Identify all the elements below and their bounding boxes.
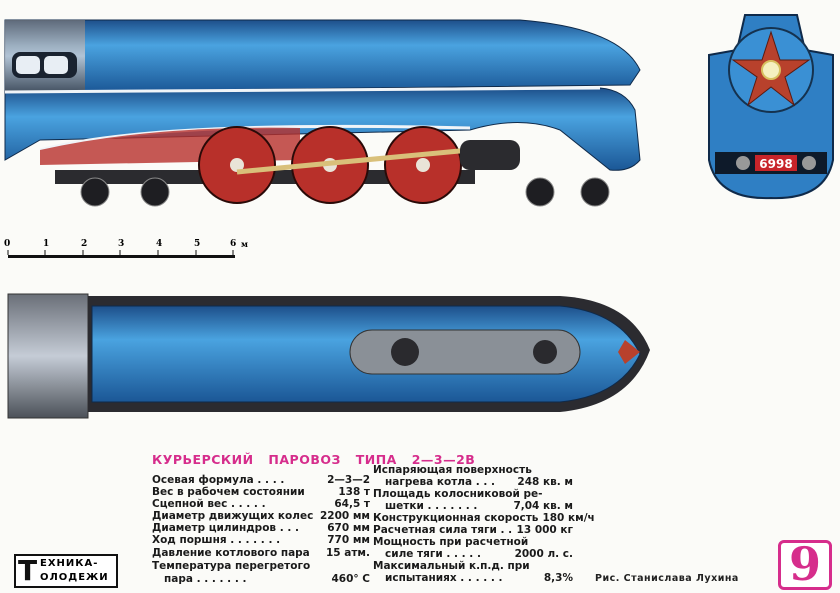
locomotive-side-view	[4, 19, 641, 207]
spec-row: Расчетная сила тяги . .13 000 кг	[373, 524, 573, 536]
spec-label: Мощность при расчетной	[373, 536, 529, 548]
spec-label: шетки . . . . . . .	[385, 500, 478, 512]
scale-tick: 3	[118, 239, 125, 249]
logo-line: ЕХНИКА-	[40, 558, 99, 569]
logo-letter: Т	[18, 554, 38, 587]
spec-label: Давление котлового пара	[152, 547, 310, 559]
logo-line: ОЛОДЕЖИ	[40, 572, 109, 583]
spec-row: Площадь колосниковой ре-	[373, 488, 573, 500]
spec-row: Испаряющая поверхность	[373, 464, 573, 476]
spec-label: Ход поршня . . . . . . .	[152, 534, 281, 546]
issue-number: 9	[788, 540, 821, 590]
spec-value: 2000 л. с.	[514, 548, 573, 560]
scale-bar	[7, 250, 235, 258]
spec-label: Температура перегретого	[152, 560, 311, 572]
spec-row: Вес в рабочем состоянии 138 т	[152, 486, 370, 498]
spec-row: Сцепной вес . . . . . 64,5 т	[152, 498, 370, 510]
locomotive-front-view: 6998	[708, 14, 834, 200]
spec-label: Конструкционная скорость	[373, 512, 539, 524]
spec-row: Температура перегретого	[152, 560, 370, 572]
locomotive-top-view	[7, 293, 650, 419]
magazine-logo: Т ЕХНИКА- ОЛОДЕЖИ	[14, 554, 118, 588]
spec-row: Диаметр цилиндров . . . 670 мм	[152, 522, 370, 534]
spec-label: Диаметр движущих колес	[152, 510, 314, 522]
scale-tick: 2	[81, 239, 88, 249]
spec-value: 64,5 т	[334, 498, 370, 510]
spec-label: Испаряющая поверхность	[373, 464, 532, 476]
spec-row: Мощность при расчетной	[373, 536, 573, 548]
scale-tick: 4	[156, 239, 163, 249]
spec-row: испытаниях . . . . . . 8,3%	[385, 572, 573, 584]
spec-row: силе тяги . . . . . 2000 л. с.	[385, 548, 573, 560]
spec-value: 138 т	[338, 486, 370, 498]
spec-value: 15 атм.	[325, 547, 370, 559]
spec-label: Площадь колосниковой ре-	[373, 488, 543, 500]
spec-label: Сцепной вес . . . . .	[152, 498, 266, 510]
scale-tick: 5	[194, 239, 201, 249]
spec-row: Ход поршня . . . . . . . 770 мм	[152, 534, 370, 546]
spec-value: 180 км/ч	[542, 512, 595, 524]
spec-label: испытаниях . . . . . .	[385, 572, 503, 584]
issue-number-badge: 9	[778, 540, 832, 590]
scale-unit: м	[241, 239, 248, 249]
spec-label: нагрева котла . . .	[385, 476, 495, 488]
spec-label: пара . . . . . . .	[164, 573, 247, 585]
spec-value: 13 000 кг	[516, 524, 573, 536]
spec-value: 460° С	[331, 573, 370, 585]
scale-tick: 1	[43, 239, 50, 249]
spec-value: 670 мм	[327, 522, 370, 534]
spec-value: 2—3—2	[327, 474, 370, 486]
locomotive-number: 6998	[759, 157, 792, 171]
scale-tick: 6	[230, 239, 237, 249]
spec-value: 2200 мм	[319, 510, 370, 522]
spec-row: Максимальный к.п.д. при	[373, 560, 573, 572]
spec-row: шетки . . . . . . . 7,04 кв. м	[385, 500, 573, 512]
spec-row: нагрева котла . . . 248 кв. м	[385, 476, 573, 488]
spec-value: 8,3%	[543, 572, 573, 584]
scale-tick: 0	[4, 239, 11, 249]
spec-label: Диаметр цилиндров . . .	[152, 522, 299, 534]
spec-row: пара . . . . . . . 460° С	[164, 573, 370, 585]
spec-value: 248 кв. м	[517, 476, 573, 488]
spec-label: Вес в рабочем состоянии	[152, 486, 305, 498]
spec-label: Осевая формула . . . .	[152, 474, 285, 486]
illustration-credit: Рис. Станислава Лухина	[595, 573, 739, 584]
spec-label: силе тяги . . . . .	[385, 548, 481, 560]
spec-value: 7,04 кв. м	[513, 500, 573, 512]
spec-label: Расчетная сила тяги . .	[373, 524, 513, 536]
spec-label: Максимальный к.п.д. при	[373, 560, 530, 572]
spec-value: 770 мм	[327, 534, 370, 546]
spec-row: Осевая формула . . . . 2—3—2	[152, 474, 370, 486]
spec-row: Диаметр движущих колес 2200 мм	[152, 510, 370, 522]
spec-row: Давление котлового пара 15 атм.	[152, 547, 370, 559]
page-title: КУРЬЕРСКИЙ ПАРОВОЗ ТИПА 2—3—2В	[152, 452, 476, 467]
